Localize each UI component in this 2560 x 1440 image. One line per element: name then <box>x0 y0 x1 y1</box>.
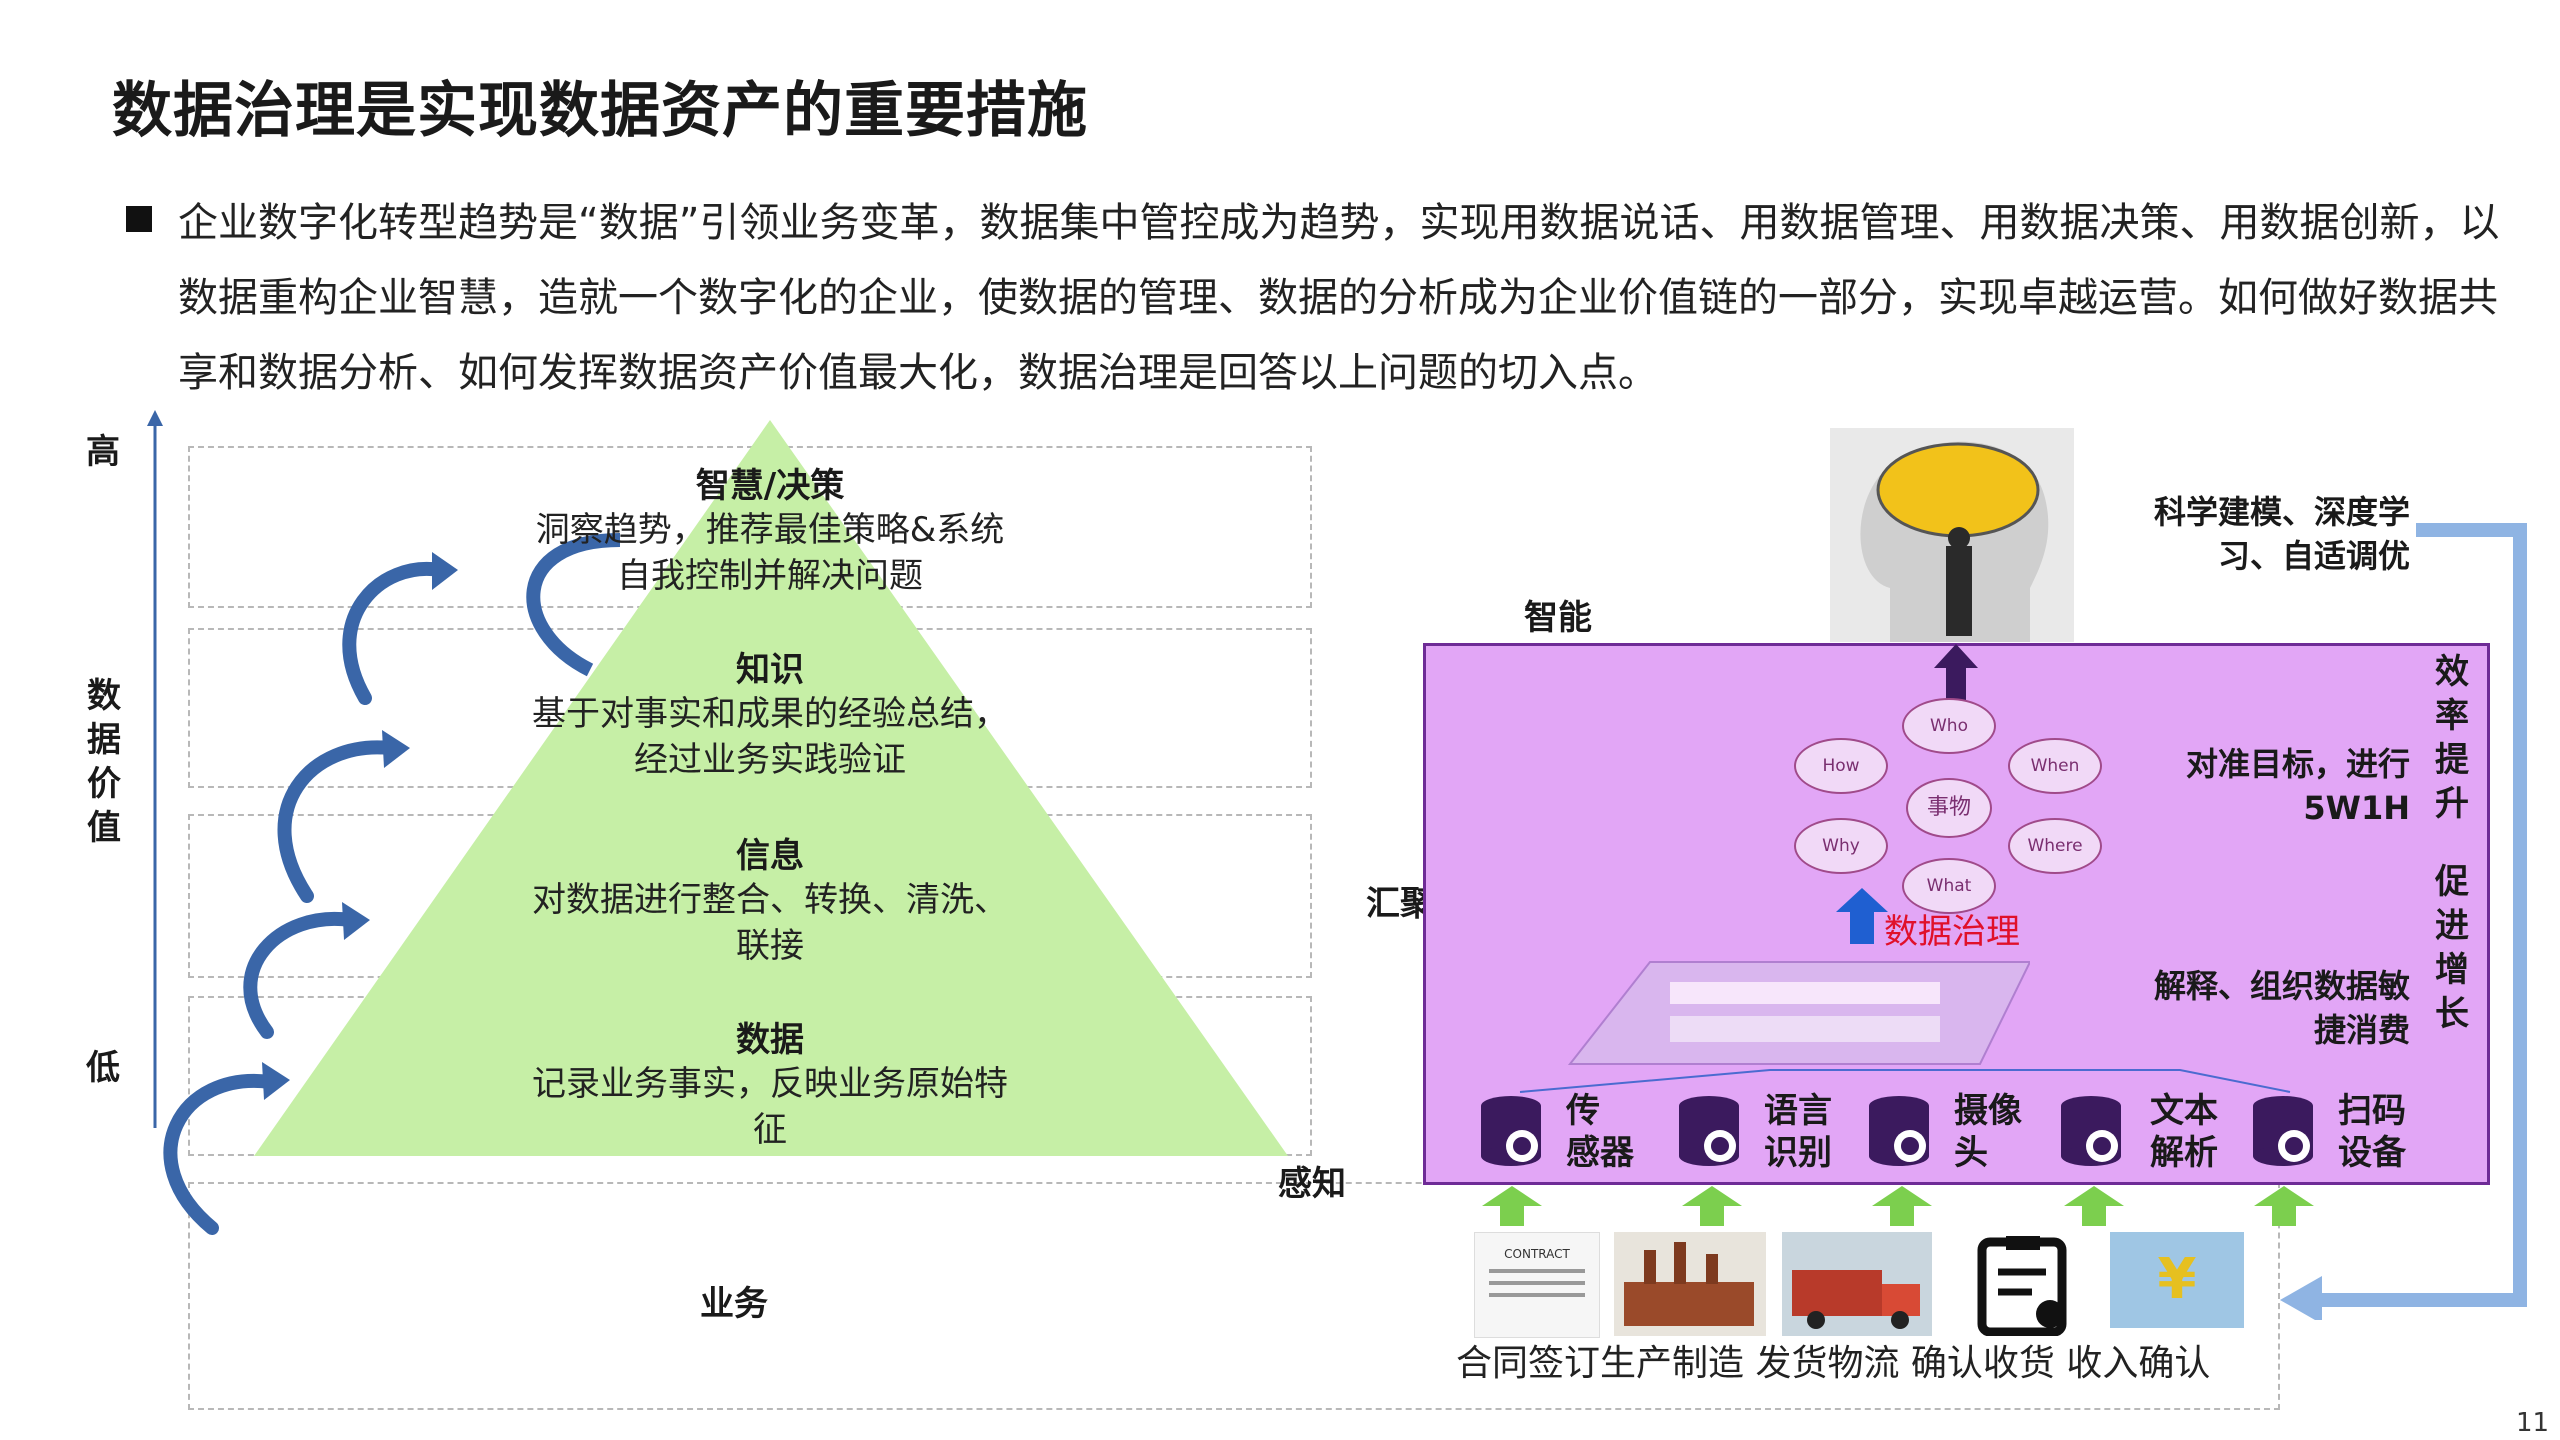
green-up-arrows <box>1482 1186 2314 1226</box>
source-line: 设备 <box>2338 1133 2406 1173</box>
source-line: 文本 <box>2150 1091 2218 1131</box>
wheel-node-what: What <box>1902 858 1996 914</box>
target-line: 5W1H <box>2303 789 2410 827</box>
growth-label: 促进增长 <box>2435 862 2469 1034</box>
source-line: 扫码 <box>2338 1091 2406 1131</box>
source-label: 传 感器 <box>1566 1090 1656 1174</box>
source-line: 识别 <box>1764 1133 1832 1173</box>
level-desc: 对数据进行整合、转换、清洗、 <box>532 880 1008 920</box>
up-arrow-top <box>1934 644 1978 706</box>
database-icon <box>1679 1096 1739 1166</box>
page-title: 数据治理是实现数据资产的重要措施 <box>112 76 1088 146</box>
contract-text: CONTRACT <box>1504 1247 1570 1261</box>
page-number: 11 <box>2516 1408 2550 1438</box>
efficiency-label: 效率提升 <box>2435 652 2469 824</box>
database-icon <box>2253 1096 2313 1166</box>
data-platform-image <box>1567 961 2030 1065</box>
target-line: 对准目标，进行 <box>2185 745 2410 783</box>
wheel-node-how: How <box>1794 738 1888 794</box>
curved-arrow-top <box>526 533 621 677</box>
truck-image <box>1782 1232 1932 1336</box>
source-connector <box>1519 1069 2291 1093</box>
source-line: 感器 <box>1566 1133 1634 1173</box>
level-desc: 洞察趋势，推荐最佳策略&系统 <box>535 510 1005 550</box>
interpret-label: 解释、组织数据敏 捷消费 <box>2080 964 2410 1052</box>
modeling-line: 习、自适调优 <box>2217 537 2410 575</box>
level-title: 知识 <box>736 650 804 690</box>
contract-image: CONTRACT <box>1474 1232 1600 1338</box>
level-wisdom: 智慧/决策 洞察趋势，推荐最佳策略&系统 自我控制并解决问题 <box>430 458 1110 599</box>
interpret-line: 解释、组织数据敏 <box>2153 967 2410 1005</box>
axis-high-label: 高 <box>86 432 120 472</box>
wheel-node-when: When <box>2008 738 2102 794</box>
wheel-node-why: Why <box>1794 818 1888 874</box>
source-line: 头 <box>1954 1133 1988 1173</box>
interpret-line: 捷消费 <box>2313 1011 2410 1049</box>
value-axis-arrow <box>147 410 163 1128</box>
level-knowledge: 知识 基于对事实和成果的经验总结， 经过业务实践验证 <box>430 642 1110 783</box>
source-label: 扫码 设备 <box>2338 1090 2428 1174</box>
database-icon <box>1869 1096 1929 1166</box>
source-label: 语言 识别 <box>1764 1090 1854 1174</box>
yuan-symbol: ¥ <box>2157 1247 2197 1312</box>
business-label: 业务 <box>700 1284 768 1324</box>
factory-illustration <box>1624 1242 1754 1326</box>
level-desc: 联接 <box>736 926 804 966</box>
wheel-center: 事物 <box>1906 778 1992 838</box>
head-illustration <box>1860 441 2049 642</box>
clipboard-check-icon <box>1962 1232 2086 1337</box>
curved-arrows <box>163 552 458 1235</box>
level-desc: 经过业务实践验证 <box>634 740 906 780</box>
wheel-node-who: Who <box>1902 698 1996 754</box>
level-desc: 记录业务事实，反映业务原始特 <box>532 1064 1008 1104</box>
money-chain-image: ¥ <box>2110 1232 2244 1328</box>
source-line: 传 <box>1566 1091 1600 1131</box>
source-label: 文本 解析 <box>2150 1090 2240 1174</box>
truck-illustration <box>1792 1270 1920 1329</box>
feedback-loop-arrow <box>2280 523 2527 1320</box>
level-title: 智慧/决策 <box>695 466 845 506</box>
pyramid <box>254 420 1288 1156</box>
database-icon <box>2061 1096 2121 1166</box>
thinking-head-image <box>1830 428 2074 642</box>
bullet-square <box>126 206 152 232</box>
database-icon <box>1481 1096 1541 1166</box>
level-desc: 基于对事实和成果的经验总结， <box>532 694 1008 734</box>
intelligence-label: 智能 <box>1524 598 1592 638</box>
source-label: 摄像 头 <box>1954 1090 2044 1174</box>
target-label: 对准目标，进行 5W1H <box>2080 742 2410 830</box>
modeling-label: 科学建模、深度学 习、自适调优 <box>2080 490 2410 578</box>
source-line: 摄像 <box>1954 1091 2022 1131</box>
clipboard-illustration <box>1977 1236 2067 1337</box>
business-box <box>188 1182 2280 1410</box>
governance-up-arrow <box>1836 888 1888 944</box>
source-line: 解析 <box>2150 1133 2218 1173</box>
axis-low-label: 低 <box>86 1048 120 1088</box>
governance-label: 数据治理 <box>1884 912 2020 952</box>
perception-label: 感知 <box>1278 1164 1346 1204</box>
level-title: 信息 <box>736 836 804 876</box>
modeling-line: 科学建模、深度学 <box>2153 493 2410 531</box>
level-desc: 征 <box>753 1110 787 1150</box>
five-w-one-h-wheel: Who When Where What Why How 事物 <box>1790 690 2110 920</box>
level-title: 数据 <box>736 1020 804 1060</box>
level-information: 信息 对数据进行整合、转换、清洗、 联接 <box>430 828 1110 969</box>
level-data: 数据 记录业务事实，反映业务原始特 征 <box>430 1012 1110 1153</box>
level-desc: 自我控制并解决问题 <box>617 556 923 596</box>
intro-paragraph: 企业数字化转型趋势是“数据”引领业务变革，数据集中管控成为趋势，实现用数据说话、… <box>178 200 2500 396</box>
business-flow-labels: 合同签订生产制造 发货物流 确认收货 收入确认 <box>1456 1343 2211 1384</box>
factory-image <box>1614 1232 1766 1336</box>
axis-value-label: 数据价值 <box>87 676 121 848</box>
source-line: 语言 <box>1764 1091 1832 1131</box>
wheel-node-where: Where <box>2008 818 2102 874</box>
